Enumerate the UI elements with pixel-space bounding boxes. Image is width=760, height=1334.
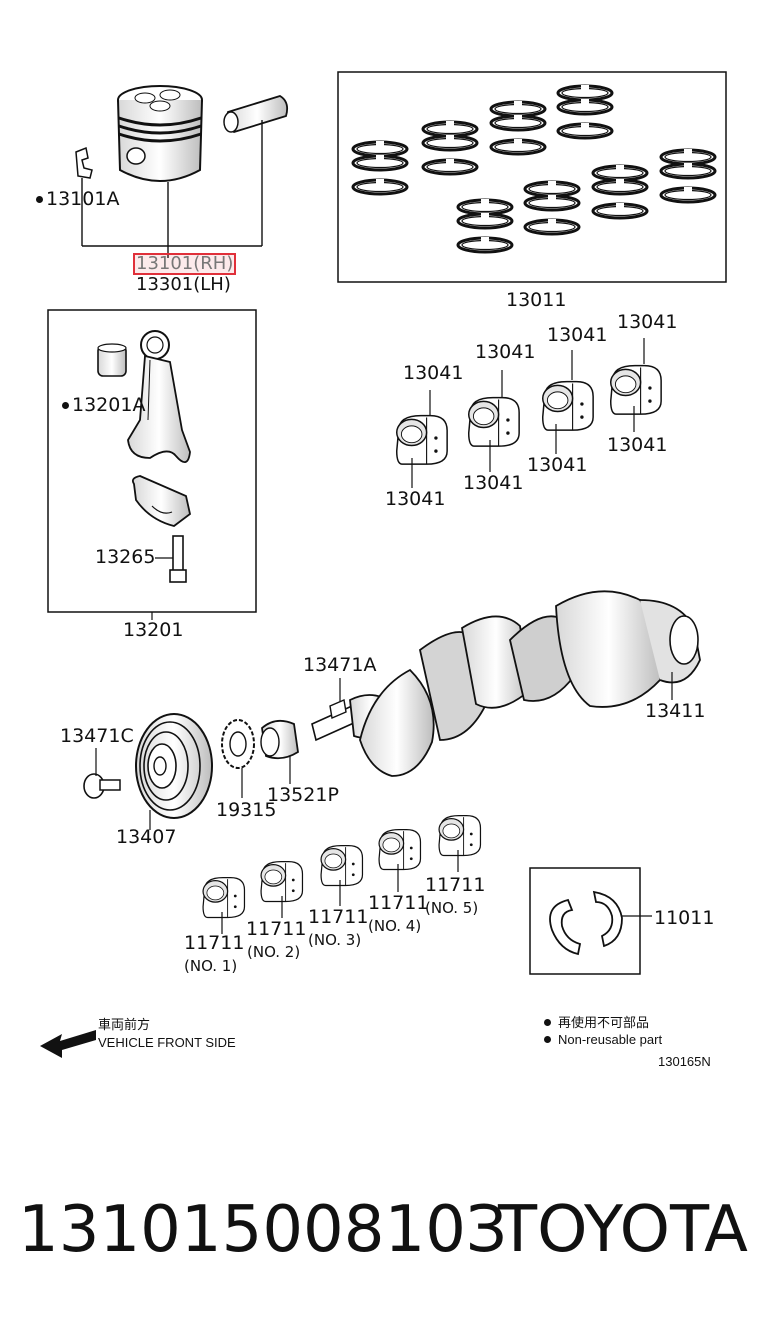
- snap-ring-illustration: [75, 146, 93, 246]
- nonreusable-marker: [62, 402, 69, 409]
- front-side-jp: 車両前方: [98, 1017, 151, 1032]
- label-13471a: 13471A: [303, 654, 377, 676]
- nonreusable-marker: [36, 196, 43, 203]
- label-13041: 13041: [527, 454, 588, 476]
- label-11711: 11711: [368, 892, 429, 914]
- label-13407: 13407: [116, 826, 177, 848]
- crank-pulley-illustration: [135, 713, 213, 830]
- label-13471c: 13471C: [60, 725, 134, 747]
- label-11711: 11711: [184, 932, 245, 954]
- label-11711: 11711: [425, 874, 486, 896]
- label-13101-rh-highlighted: 13101(RH): [133, 253, 237, 275]
- label-13201a: 13201A: [72, 394, 146, 416]
- nonreusable-en: Non-reusable part: [558, 1032, 663, 1047]
- part-number: 13101500810З: [18, 1193, 507, 1267]
- label-13521p: 13521P: [267, 784, 339, 806]
- label-13041: 13041: [475, 341, 536, 363]
- label-13041: 13041: [617, 311, 678, 333]
- crank-gear-illustration: [221, 719, 255, 798]
- crankshaft-illustration: [311, 590, 701, 777]
- crank-key-illustration: [329, 678, 347, 719]
- label-11011: 11011: [654, 907, 715, 929]
- label-13301-lh: 13301(LH): [136, 274, 231, 295]
- thrust-washer-illustration: [549, 890, 652, 956]
- front-side-en: VEHICLE FRONT SIDE: [98, 1035, 236, 1050]
- nonreusable-legend-marker: [544, 1019, 551, 1026]
- label-13101a: 13101A: [46, 188, 120, 210]
- label-11711: 11711: [308, 906, 369, 928]
- figure-code: 130165N: [658, 1054, 711, 1069]
- label-13201: 13201: [123, 619, 184, 641]
- label-no-1: (NO. 1): [184, 957, 238, 975]
- label-13041: 13041: [547, 324, 608, 346]
- rod-bolt-illustration: [155, 535, 187, 583]
- label-13411: 13411: [645, 700, 706, 722]
- timing-sprocket-illustration: [260, 719, 299, 784]
- product-caption: 13101500810З TOYOTA: [18, 1198, 748, 1278]
- label-no-3: (NO. 3): [308, 931, 362, 949]
- label-13041: 13041: [385, 488, 446, 510]
- label-13011: 13011: [506, 289, 567, 311]
- label-19315: 19315: [216, 799, 277, 821]
- piston-ring-box: [337, 71, 727, 283]
- piston-illustration: [117, 85, 203, 258]
- label-13041: 13041: [403, 362, 464, 384]
- label-no-2: (NO. 2): [247, 943, 301, 961]
- main-bearing-illustrations: [202, 814, 482, 934]
- nonreusable-legend-marker: [544, 1036, 551, 1043]
- piston-pin-illustration: [223, 95, 289, 246]
- label-13041: 13041: [607, 434, 668, 456]
- rod-bushing-illustration: [97, 343, 127, 377]
- rod-bearing-illustrations: [395, 338, 662, 488]
- parts-diagram: [40, 71, 727, 1058]
- label-no-5: (NO. 5): [425, 899, 479, 917]
- label-11711: 11711: [246, 918, 307, 940]
- connecting-rod-illustration: [127, 330, 192, 527]
- label-no-4: (NO. 4): [368, 917, 422, 935]
- piston-ring-stacks: [351, 84, 717, 254]
- thrust-washer-box: [529, 867, 641, 975]
- front-arrow-icon: [40, 1030, 96, 1058]
- pulley-bolt-illustration: [83, 748, 121, 799]
- nonreusable-jp: 再使用不可部品: [558, 1015, 650, 1030]
- brand-name: TOYOTA: [498, 1193, 748, 1267]
- label-13265: 13265: [95, 546, 156, 568]
- label-13041: 13041: [463, 472, 524, 494]
